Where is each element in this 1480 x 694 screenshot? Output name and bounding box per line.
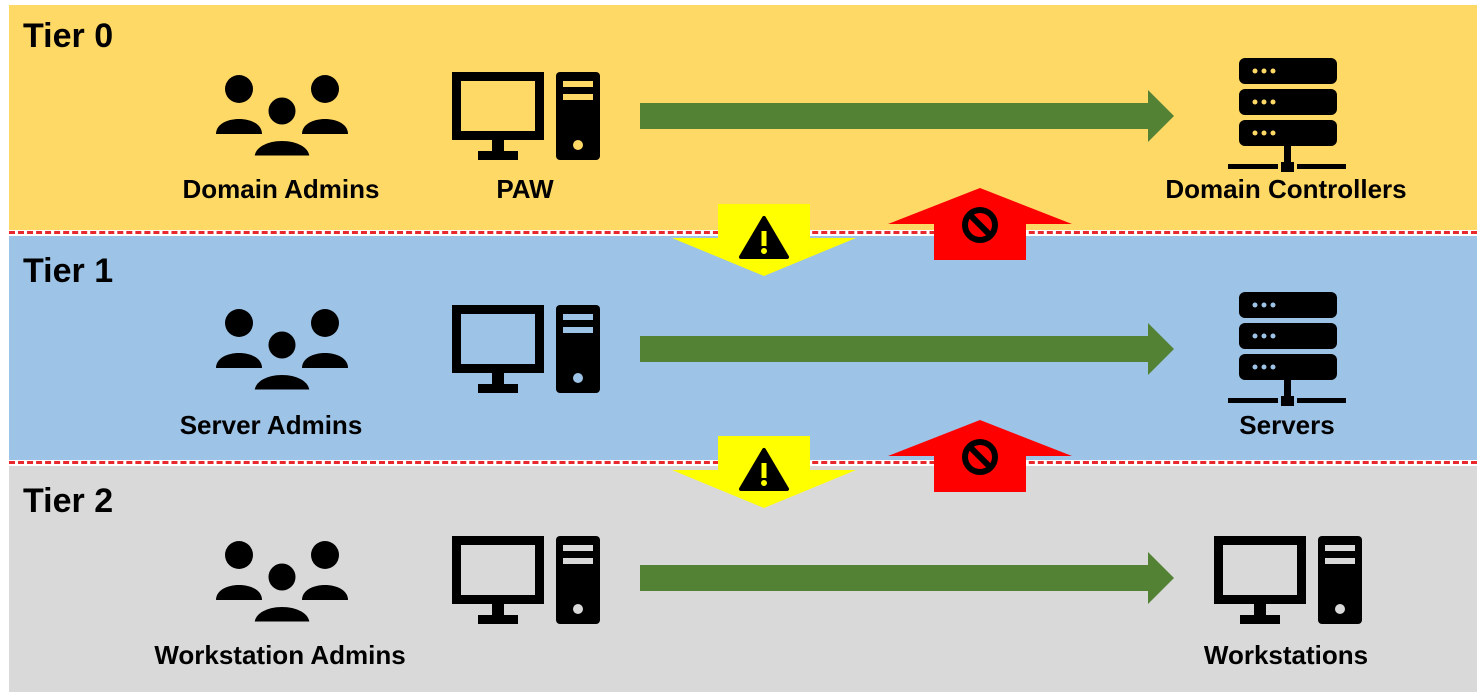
tier-0-allowed-arrow xyxy=(640,90,1174,142)
paw-computer-icon xyxy=(452,72,600,160)
workstation-admins-label: Workstation Admins xyxy=(154,640,406,670)
servers-label: Servers xyxy=(1239,410,1335,440)
domain-controllers-label: Domain Controllers xyxy=(1165,174,1407,204)
workstation-admins-icon xyxy=(216,541,348,627)
paw-label: PAW xyxy=(496,174,554,204)
servers-icon xyxy=(1228,292,1346,406)
workstations-computer-icon xyxy=(1214,536,1362,624)
server-admins-icon xyxy=(216,309,348,395)
workstations-label: Workstations xyxy=(1203,640,1369,670)
tier-0-to-1-warning-arrow xyxy=(672,204,856,276)
tier-2-allowed-arrow xyxy=(640,552,1174,604)
tier-1-computer-icon xyxy=(452,305,600,393)
tier-1-to-0-blocked-arrow xyxy=(888,188,1072,260)
tier-1-title: Tier 1 xyxy=(23,252,114,290)
tier-2-computer-icon xyxy=(452,536,600,624)
server-admins-label: Server Admins xyxy=(179,410,363,440)
domain-admins-label: Domain Admins xyxy=(182,174,380,204)
no-entry-icon xyxy=(962,207,998,243)
domain-controllers-server-icon xyxy=(1228,58,1346,172)
warning-icon xyxy=(739,448,789,491)
tier-0-title: Tier 0 xyxy=(23,17,114,55)
tier-1-band: Tier 1 xyxy=(9,236,1477,460)
no-entry-icon xyxy=(962,439,998,475)
tier-2-to-1-blocked-arrow xyxy=(888,420,1072,492)
tier-1-allowed-arrow xyxy=(640,323,1174,375)
warning-icon xyxy=(739,216,789,259)
tier-1-to-2-warning-arrow xyxy=(672,436,856,508)
domain-admins-icon xyxy=(216,75,348,161)
tier-2-title: Tier 2 xyxy=(23,482,114,520)
